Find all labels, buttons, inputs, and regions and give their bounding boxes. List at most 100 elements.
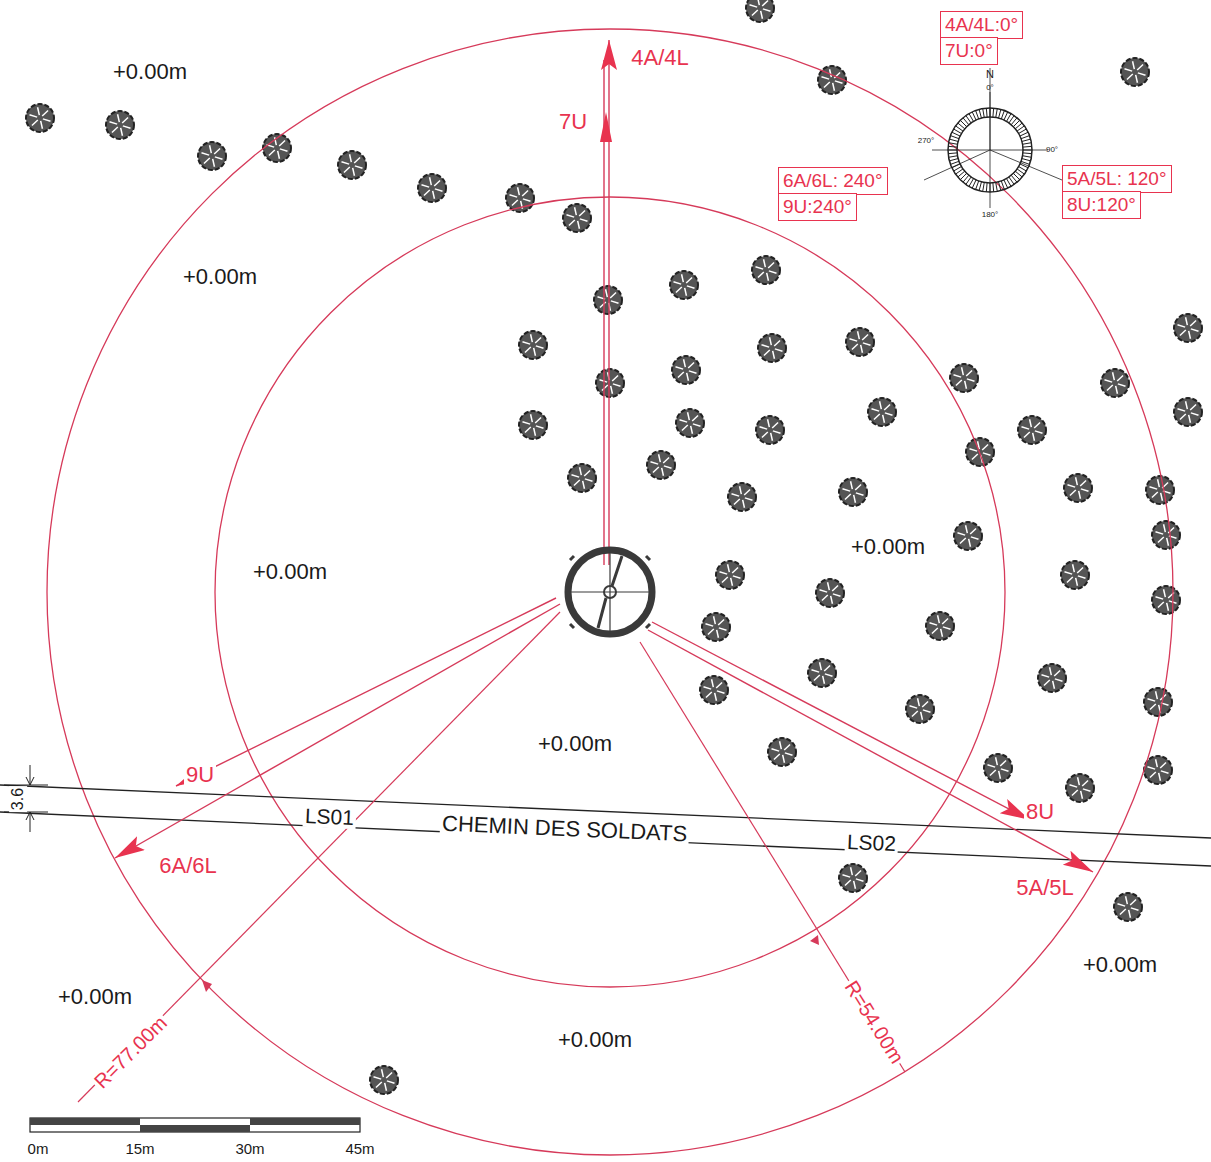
inner-radius-circle [215,197,1005,987]
bearing-box: 4A/4L:0° [940,11,1023,39]
elevation: +0.00m [111,60,189,84]
scale-value: 15m [123,1140,156,1157]
arrow-head [600,112,612,142]
compass-degree: 270° [918,137,935,145]
tree-symbol [1038,664,1066,692]
dimension-tick [26,777,34,820]
direction-arrow [176,598,556,786]
bearing-box: 8U:120° [1062,191,1141,219]
bearing-box: 6A/6L: 240° [778,167,888,195]
bearing-text: 4A/4L:0° [945,14,1018,36]
tree-symbol [1152,586,1180,614]
tree-symbol [1121,58,1149,86]
elevation: +0.00m [251,560,329,584]
tree-symbol [338,151,366,179]
tree-symbol [702,613,730,641]
tree-symbol [647,451,675,479]
bearing-box: 7U:0° [940,37,998,65]
dimension-line [30,765,31,785]
tree-symbol [868,398,896,426]
elevation: +0.00m [849,535,927,559]
tree-symbol [954,522,982,550]
dimension: 3.6 [9,786,27,812]
direction-label: 4A/4L [629,46,691,70]
tree-symbols [26,0,1202,1094]
tree-symbol [728,483,756,511]
bearing-box: 9U:240° [778,193,857,221]
tree-symbol [563,204,591,232]
tree-symbol [676,409,704,437]
tree-symbol [746,0,774,22]
tree-symbol [1144,688,1172,716]
tree-symbol [568,464,596,492]
road-name: CHEMIN DES SOLDATS [440,812,690,847]
elevation: +0.00m [536,732,614,756]
tree-symbol [768,738,796,766]
tree-symbol [1152,521,1180,549]
turbine-symbol [568,550,652,634]
elevation: +0.00m [56,985,134,1009]
direction-label: 9U [184,763,216,787]
tree-symbol [370,1066,398,1094]
bearing-text: 9U:240° [783,196,852,218]
tree-symbol [1144,756,1172,784]
bearing-text: 8U:120° [1067,194,1136,216]
tree-symbol [519,411,547,439]
tree-symbol [106,111,134,139]
tree-symbol [1061,561,1089,589]
bearing-box: 5A/5L: 120° [1062,165,1172,193]
elevation: +0.00m [556,1028,634,1052]
direction-label: 8U [1024,800,1056,824]
tree-symbol [716,561,744,589]
tree-symbol [839,864,867,892]
tree-symbol [198,142,226,170]
tree-symbol [670,271,698,299]
tree-symbol [672,356,700,384]
direction-arrow [648,630,1093,872]
road-section: LS02 [845,829,899,854]
tree-symbol [1146,476,1174,504]
compass-degree: 180° [982,211,999,219]
tree-symbol [26,104,54,132]
compass-degree: 90° [1046,146,1058,154]
scale-value: 0m [26,1140,51,1157]
tree-symbol [752,256,780,284]
direction-label: 7U [557,110,589,134]
tree-symbol [1101,369,1129,397]
radius-dimension: R=54.00m [839,975,909,1069]
tree-symbol [926,612,954,640]
compass-letter: N [986,69,994,80]
bearing-text: 7U:0° [945,40,993,62]
direction-label: 5A/5L [1014,876,1076,900]
tree-symbol [816,579,844,607]
road-section: LS01 [303,803,357,828]
tree-symbol [756,416,784,444]
tree-symbol [846,328,874,356]
tree-symbol [519,331,547,359]
tree-symbol [596,369,624,397]
compass-degree: 0° [986,84,994,92]
tree-symbol [758,334,786,362]
scale-value: 45m [343,1140,376,1157]
tree-symbol [594,286,622,314]
tree-symbol [418,174,446,202]
tree-symbol [1018,416,1046,444]
direction-label: 6A/6L [157,854,219,878]
tree-symbol [1174,398,1202,426]
elevation: +0.00m [1081,953,1159,977]
tree-symbol [839,478,867,506]
compass-rose [924,68,1062,208]
bearing-text: 6A/6L: 240° [783,170,883,192]
direction-arrow [608,40,609,565]
tree-symbol [700,676,728,704]
tree-symbol [950,364,978,392]
bearing-text: 5A/5L: 120° [1067,168,1167,190]
radius-tick [202,935,819,992]
radius-dimension: R=77.00m [88,1010,172,1094]
dimension-line [30,812,31,832]
tree-symbol [1114,893,1142,921]
radius-leader [78,612,560,1102]
scale-bar [30,1118,360,1132]
